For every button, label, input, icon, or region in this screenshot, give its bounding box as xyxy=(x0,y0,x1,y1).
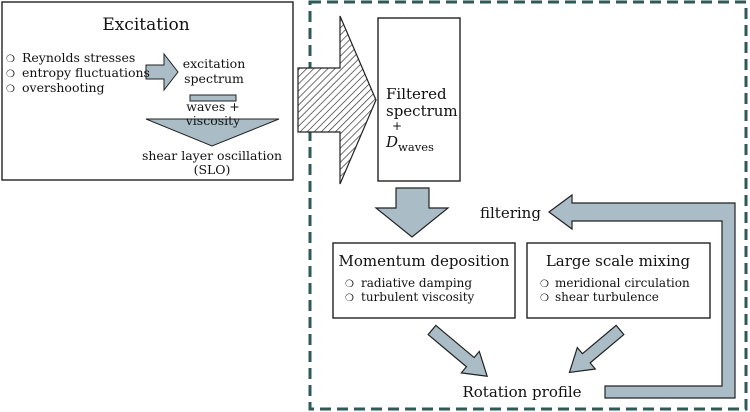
hatched-arrow xyxy=(297,15,377,185)
momentum-title: Momentum deposition xyxy=(339,252,510,270)
mixing-to-rotation-arrow xyxy=(568,324,625,374)
rotation-profile-label: Rotation profile xyxy=(462,383,581,401)
excitation-spectrum-label: spectrum xyxy=(184,71,244,86)
d-symbol: D xyxy=(385,133,398,151)
d-subscript: waves xyxy=(398,140,434,154)
filtering-label: filtering xyxy=(480,204,541,222)
excitation-title: Excitation xyxy=(102,15,189,35)
bullet-icon: ❍ xyxy=(6,69,15,80)
feedback-arrow xyxy=(547,193,736,399)
filtered-plus: + xyxy=(392,119,402,133)
d-waves-label: Dwaves xyxy=(385,133,434,154)
bullet-icon: ❍ xyxy=(345,293,354,304)
slo-triangle xyxy=(145,118,280,147)
filtered-spectrum-box xyxy=(377,17,461,182)
waves-bar xyxy=(189,94,237,102)
mixing-title: Large scale mixing xyxy=(546,252,691,270)
momentum-item: turbulent viscosity xyxy=(361,290,475,304)
slo-label: (SLO) xyxy=(194,162,231,177)
mixing-item: meridional circulation xyxy=(555,276,690,290)
bullet-icon: ❍ xyxy=(540,279,549,290)
momentum-box xyxy=(332,242,516,319)
momentum-item: radiative damping xyxy=(361,276,472,290)
filtered-spectrum-title: Filtered xyxy=(386,85,447,103)
momentum-to-rotation-arrow xyxy=(427,324,489,377)
excitation-item: overshooting xyxy=(22,80,105,95)
bullet-icon: ❍ xyxy=(345,279,354,290)
excitation-item: Reynolds stresses xyxy=(22,50,135,65)
dashed-region xyxy=(308,0,748,411)
excitation-arrow xyxy=(145,52,179,92)
slo-label: shear layer oscillation xyxy=(142,148,282,163)
bullet-icon: ❍ xyxy=(6,84,15,95)
mixing-box xyxy=(526,242,711,319)
bullet-icon: ❍ xyxy=(540,293,549,304)
down-arrow xyxy=(374,187,450,238)
waves-label: waves + xyxy=(186,99,239,114)
excitation-box xyxy=(1,1,294,181)
excitation-spectrum-label: excitation xyxy=(183,56,246,71)
waves-label: viscosity xyxy=(185,113,241,128)
mixing-item: shear turbulence xyxy=(555,290,659,304)
bullet-icon: ❍ xyxy=(6,54,15,65)
excitation-item: entropy fluctuations xyxy=(22,65,150,80)
filtered-spectrum-title: spectrum xyxy=(386,102,458,120)
